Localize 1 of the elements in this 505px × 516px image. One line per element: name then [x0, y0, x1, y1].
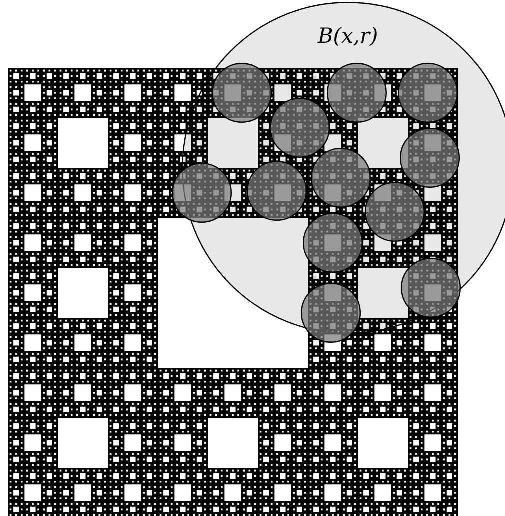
ball-label: B(x,r) [316, 24, 380, 48]
